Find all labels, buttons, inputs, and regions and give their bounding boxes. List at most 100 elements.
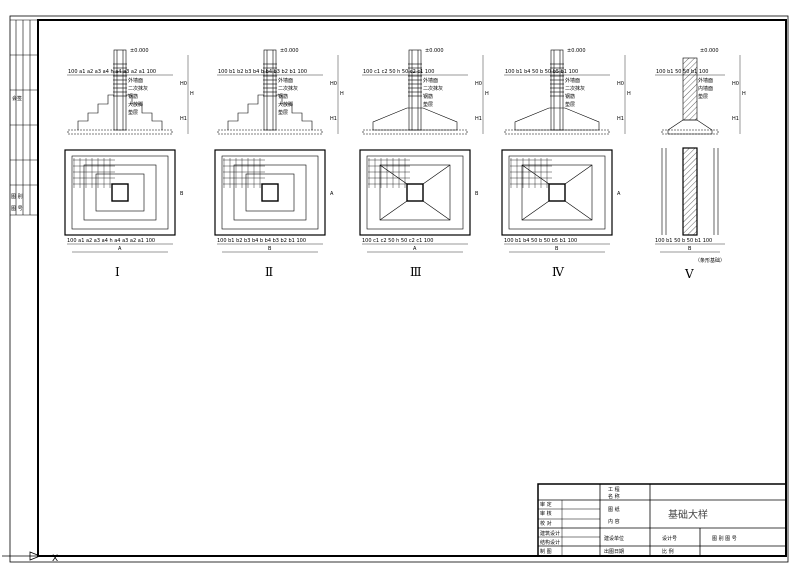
callout-label: 外墙面 <box>423 77 438 84</box>
dimension-text: 100 b1 b2 b3 b4 b b4 b3 b2 b1 100 <box>218 69 307 75</box>
title-block-label: 结构设计 <box>540 539 560 546</box>
svg-text:X: X <box>52 554 58 564</box>
bedding-plan <box>214 149 326 236</box>
callout-label: 内墙面 <box>698 85 713 92</box>
wall-plan <box>682 147 698 236</box>
detail-numeral: Ⅴ <box>684 267 694 281</box>
callout-label: 钢筋 <box>423 93 433 100</box>
callout-label: 大放脚 <box>278 101 293 108</box>
column-section <box>263 49 277 131</box>
slope-plan <box>379 164 451 221</box>
column-section <box>113 49 127 131</box>
bedding-layer <box>217 129 323 135</box>
ucs-arrow-icon: X <box>2 551 58 564</box>
elevation-label: ±0.000 <box>700 48 719 54</box>
height-label: H <box>190 91 194 97</box>
step-plan <box>233 164 307 221</box>
sloped-footing <box>372 107 458 131</box>
axis-label: B <box>688 246 692 252</box>
elevation-label: ±0.000 <box>130 48 149 54</box>
drawing-content-label: 内 容 <box>608 518 620 525</box>
callout-label: 钢筋 <box>565 93 575 100</box>
callout-label: 二次抹灰 <box>423 85 443 92</box>
bedding-layer <box>504 129 610 135</box>
detail-numeral: Ⅳ <box>552 265 565 279</box>
title-block-label: 审 定 <box>540 501 552 508</box>
callout-label: 二次抹灰 <box>565 85 585 92</box>
slope-line <box>379 164 408 185</box>
height-label: H1 <box>617 116 624 122</box>
callout-label: 垫层 <box>278 109 288 116</box>
callout-label: 外墙面 <box>698 77 713 84</box>
dimension-text: 100 c1 c2 50 h 50 c2 c1 100 <box>363 69 434 75</box>
strip-label-number: 图 号 <box>11 206 23 212</box>
callout-label: 外墙面 <box>278 77 293 84</box>
callout-label: 钢筋 <box>278 93 288 100</box>
column-plan <box>261 183 279 202</box>
title-block-label: 校 对 <box>540 520 552 527</box>
date-label: 出图日期 <box>604 548 624 555</box>
strip-label-countersign: 会签 <box>12 95 22 102</box>
step-footing-left <box>77 94 114 130</box>
callout-label: 垫层 <box>565 101 575 108</box>
callout-label: 垫层 <box>698 93 708 100</box>
slope-plan <box>521 164 593 221</box>
axis-label-side: A <box>617 191 621 197</box>
step-plan <box>83 164 157 221</box>
footing-plan <box>71 155 169 230</box>
title-block <box>537 483 787 557</box>
bedding-layer <box>67 129 173 135</box>
height-label: H0 <box>330 81 337 87</box>
scale-label: 比 例 <box>662 548 674 555</box>
sloped-footing <box>514 107 600 131</box>
foundation-detail-1: 100 a1 a2 a3 a4 h a4 a3 a2 a1 100±0.000H… <box>64 48 194 279</box>
footing-plan <box>221 155 319 230</box>
height-label: H <box>742 91 746 97</box>
height-label: H0 <box>617 81 624 87</box>
bedding-plan <box>64 149 176 236</box>
dimension-text: 100 c1 c2 50 h 50 c2 c1 100 <box>362 238 433 244</box>
dimension-text: 100 b1 b4 50 b 50 b5 b1 100 <box>504 238 577 244</box>
height-label: H1 <box>475 116 482 122</box>
bedding-plan <box>501 149 613 236</box>
column-plan <box>406 183 424 202</box>
height-label: H <box>485 91 489 97</box>
bedding-plan <box>359 149 471 236</box>
column-section <box>550 49 564 131</box>
title-block-label: 制 图 <box>540 548 552 555</box>
design-number-label: 设计号 <box>662 535 677 542</box>
drawing-content-label: 图 纸 <box>608 506 620 513</box>
title-block-label: 建筑设计 <box>540 530 560 537</box>
step-footing-right <box>276 94 313 130</box>
title-block-label: 审 核 <box>540 510 552 517</box>
axis-label: B <box>555 246 559 252</box>
slope-line <box>422 200 451 221</box>
callout-label: 外墙面 <box>128 77 143 84</box>
axis-label-side: A <box>330 191 334 197</box>
slope-line <box>521 164 550 185</box>
elevation-label: ±0.000 <box>280 48 299 54</box>
footing-section <box>667 119 713 135</box>
height-label: H0 <box>475 81 482 87</box>
height-label: H <box>627 91 631 97</box>
slope-line <box>564 164 593 185</box>
binding-strip <box>10 19 38 216</box>
elevation-label: ±0.000 <box>425 48 444 54</box>
axis-label: A <box>413 246 417 252</box>
callout-label: 外墙面 <box>565 77 580 84</box>
footing-plan <box>366 155 464 230</box>
slope-line <box>564 200 593 221</box>
inner-border <box>37 19 787 557</box>
dimension-text: 100 b1 b4 50 b 50 b5 b1 100 <box>505 69 578 75</box>
height-label: H0 <box>180 81 187 87</box>
height-label: H1 <box>330 116 337 122</box>
project-name-label: 工 程 <box>608 486 620 493</box>
slope-line <box>521 200 550 221</box>
callout-label: 垫层 <box>423 101 433 108</box>
height-label: H1 <box>732 116 739 122</box>
axis-label: A <box>118 246 122 252</box>
bedding-layer <box>362 129 468 135</box>
slope-line <box>422 164 451 185</box>
